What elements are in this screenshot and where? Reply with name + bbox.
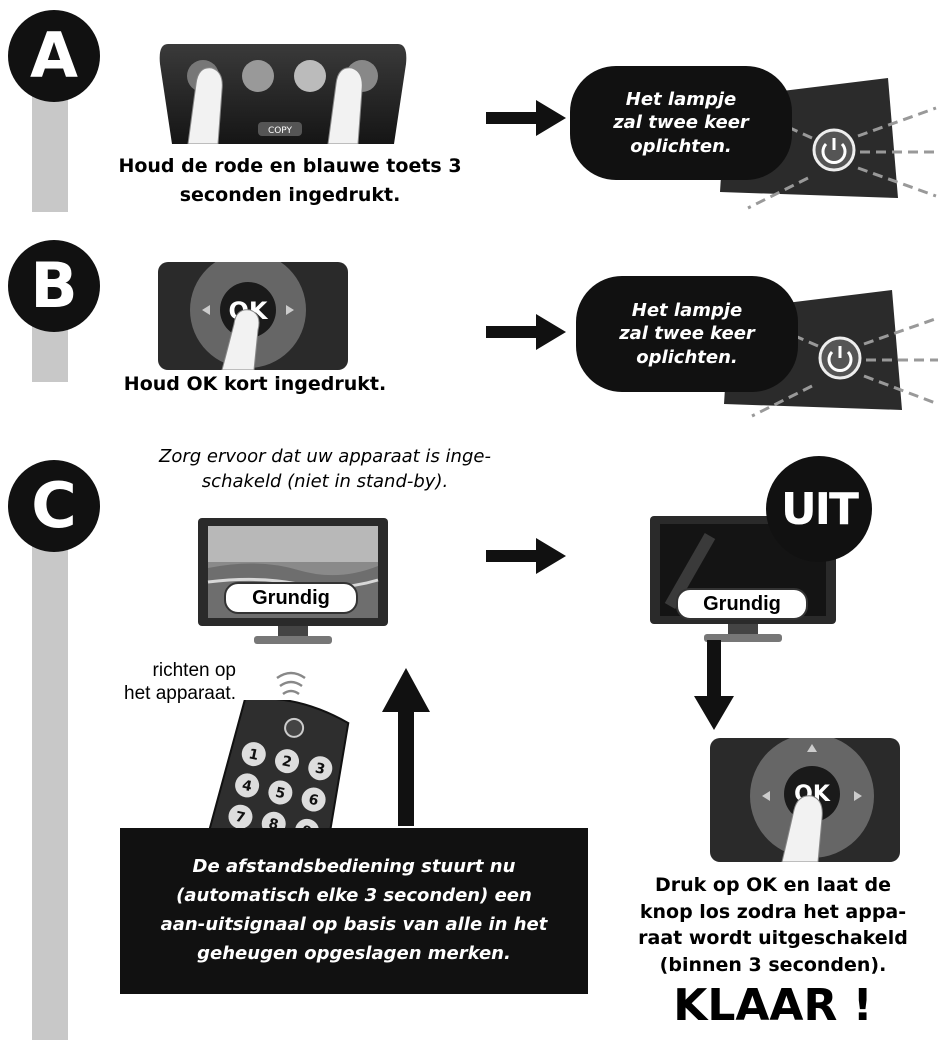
step-a-caption: Houd de rode en blauwe toets 3 seconden … [118, 155, 462, 206]
arrow-right-icon [486, 100, 566, 136]
key-7: 7 [234, 809, 247, 827]
key-3: 3 [314, 760, 327, 778]
arrow-up-icon [382, 668, 430, 826]
key-6: 6 [307, 792, 320, 810]
off-badge: UIT [766, 456, 872, 562]
step-a-badge: A [8, 10, 100, 102]
step-b-badge: B [8, 240, 100, 332]
info-box: De afstandsbediening stuurt nu (automati… [120, 828, 588, 994]
step-c-bar [32, 520, 68, 1040]
aim-instruction: richten op het apparaat. [124, 660, 236, 704]
arrow-right-icon [486, 314, 566, 350]
remote-ok-press-image: OK [710, 738, 900, 862]
copy-button-label: COPY [268, 126, 293, 136]
remote-control-image: 1 2 3 4 5 6 7 8 9 [200, 700, 360, 850]
signal-waves-icon [276, 668, 306, 702]
step-c-note: Zorg ervoor dat uw apparaat is inge- sch… [159, 446, 491, 493]
step-b-caption: Houd OK kort ingedrukt. [123, 373, 387, 395]
step-c-badge: C [8, 460, 100, 552]
key-2: 2 [280, 753, 293, 771]
arrow-down-icon [694, 640, 734, 730]
remote-ok-button-image: OK [158, 262, 348, 370]
key-4: 4 [240, 778, 253, 796]
done-label: KLAAR ! [673, 980, 873, 1031]
arrow-right-icon [486, 538, 566, 574]
final-instruction: Druk op OK en laat de knop los zodra het… [638, 874, 908, 976]
remote-color-buttons-image: COPY [158, 44, 408, 144]
tv-on-brand-label: Grundig [224, 582, 358, 614]
key-5: 5 [274, 785, 287, 803]
tv-off-brand-label: Grundig [676, 588, 808, 620]
key-1: 1 [247, 746, 260, 764]
